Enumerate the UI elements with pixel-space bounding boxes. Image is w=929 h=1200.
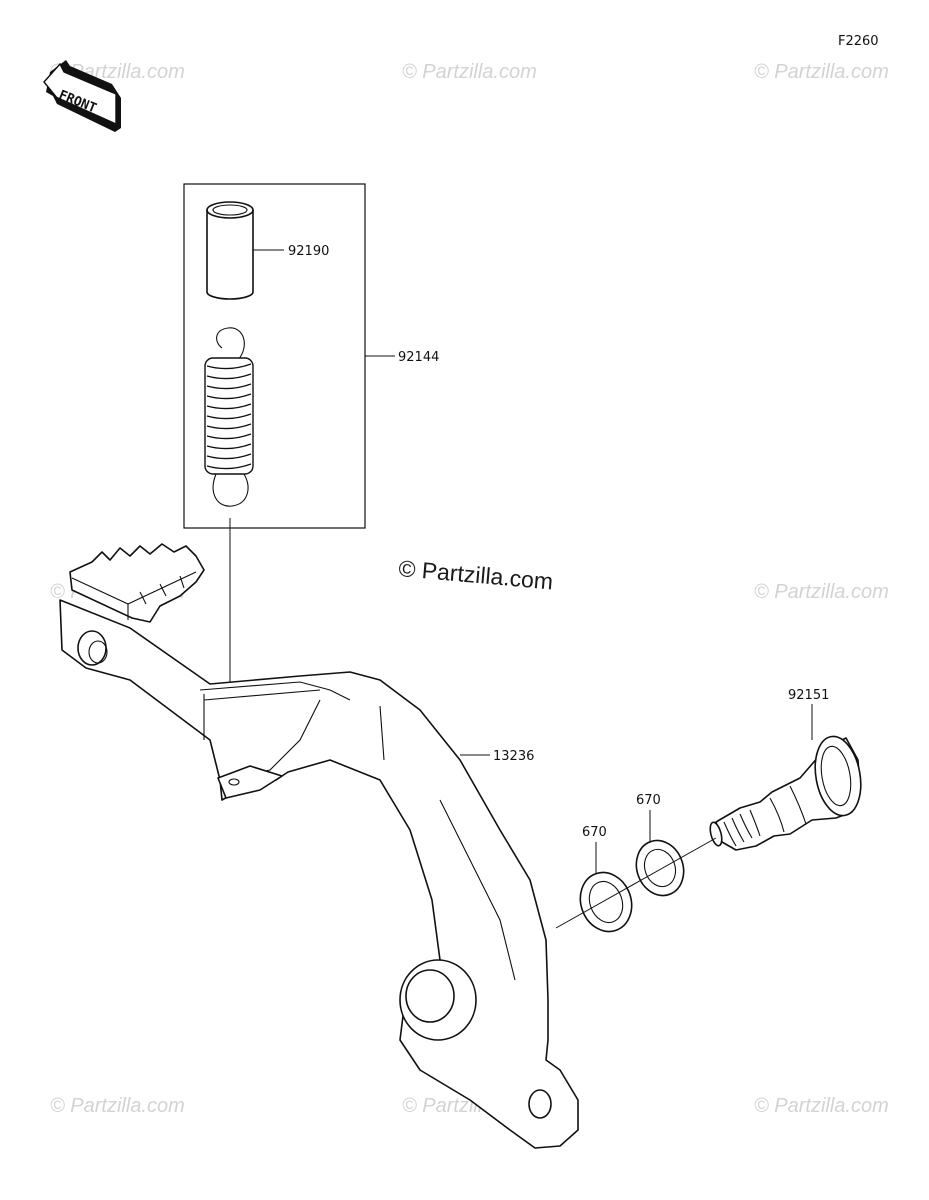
part-label-92190[interactable]: 92190 xyxy=(288,244,329,259)
part-92151-pivot-bolt xyxy=(709,735,862,851)
watermark: © Partzilla.com xyxy=(50,1095,185,1117)
watermark: © Partzilla.com xyxy=(754,581,889,603)
part-label-670-right[interactable]: 670 xyxy=(636,793,661,808)
front-arrow-icon: FRONT xyxy=(43,60,121,132)
part-670-washer-left xyxy=(579,871,633,933)
part-label-13236[interactable]: 13236 xyxy=(493,749,534,764)
watermark-main: © Partzilla.com xyxy=(398,555,555,594)
part-92190-collar xyxy=(206,201,254,300)
part-670-washer-right xyxy=(635,839,685,897)
diagram-code: F2260 xyxy=(838,34,879,49)
part-13236-brake-pedal xyxy=(59,543,579,1149)
part-92144-spring xyxy=(204,327,254,507)
part-label-670-left[interactable]: 670 xyxy=(582,825,607,840)
watermark: © Partzilla.com xyxy=(754,61,889,83)
part-label-92151[interactable]: 92151 xyxy=(788,688,829,703)
watermark: © Partzilla.com xyxy=(754,1095,889,1117)
assembly-axis-line xyxy=(555,837,717,929)
watermark: © Partzilla.com xyxy=(402,61,537,83)
part-label-92144[interactable]: 92144 xyxy=(398,350,439,365)
